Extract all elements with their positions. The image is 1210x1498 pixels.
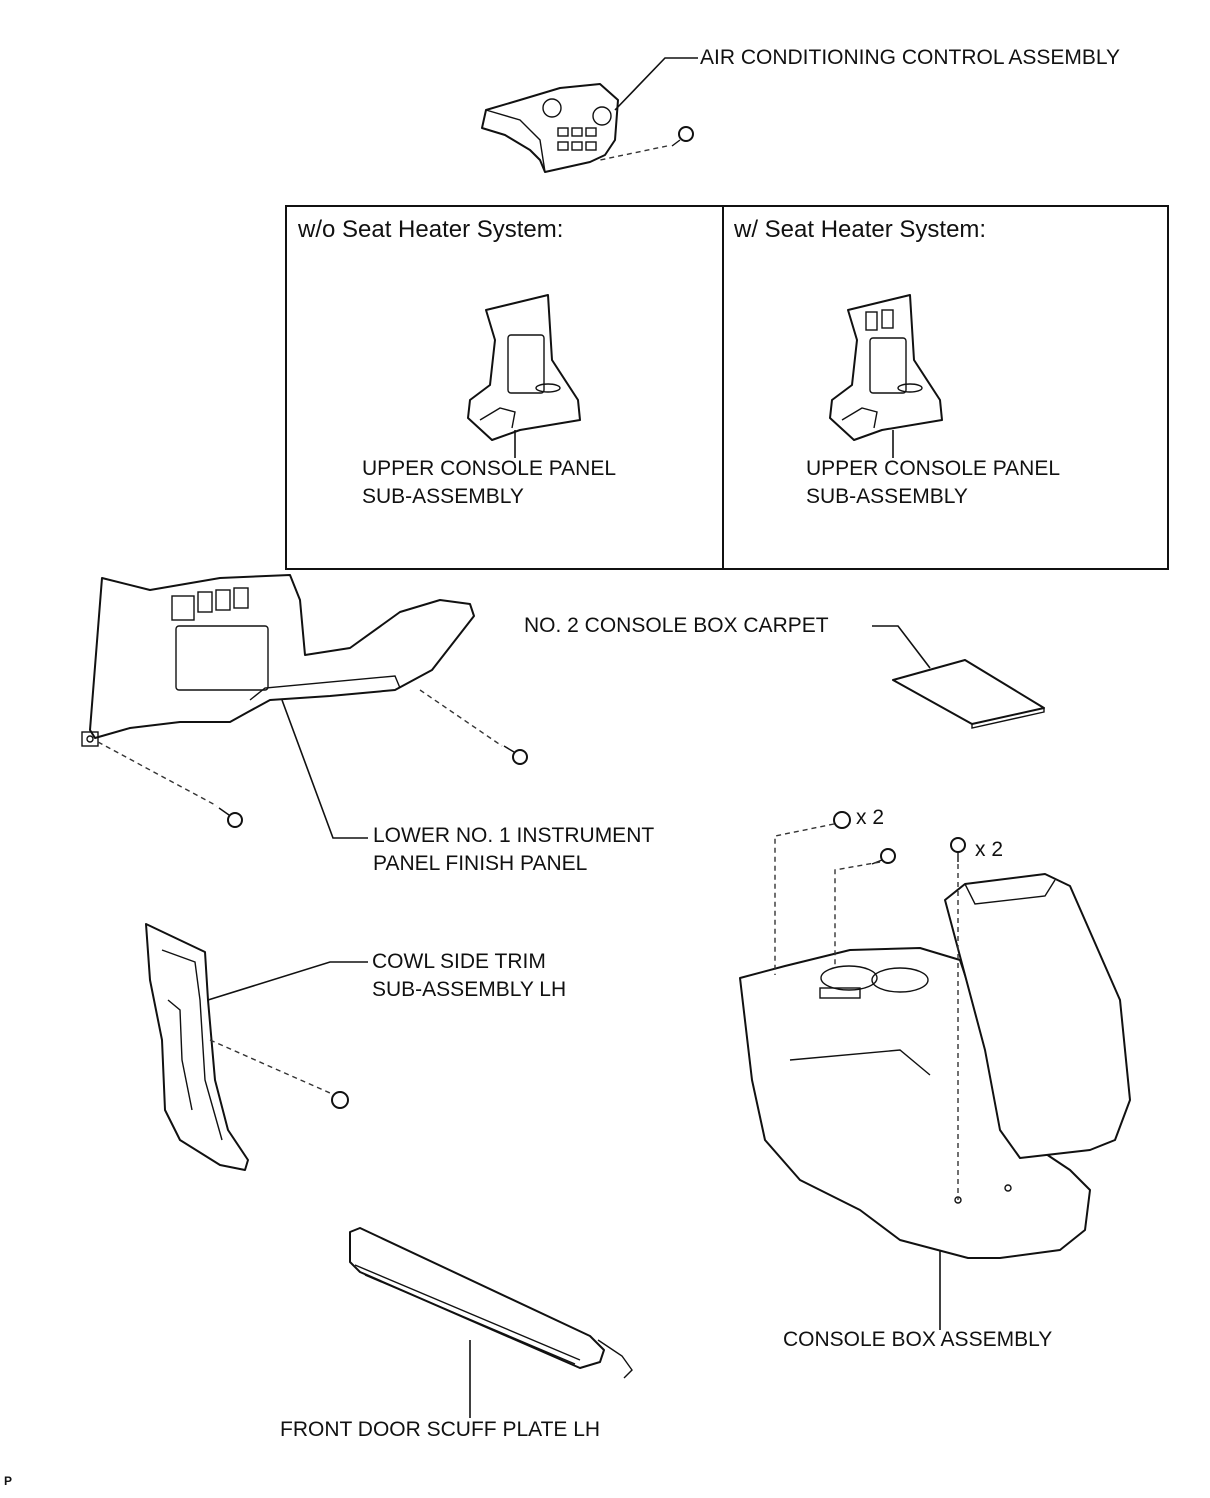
label-upper-console-panel-right: UPPER CONSOLE PANEL SUB-ASSEMBLY [806,455,1060,511]
upper-console-panel-right [829,294,943,441]
console-box-assembly [739,873,1131,1259]
front-door-scuff-plate [349,1227,633,1379]
label-line: LOWER NO. 1 INSTRUMENT [373,824,655,847]
console-screw-right [950,837,966,862]
label-console-box-assembly: CONSOLE BOX ASSEMBLY [783,1328,1053,1351]
variant-box [285,205,1169,570]
header-without-seat-heater: w/o Seat Heater System: [298,216,564,243]
label-air-conditioning-control: AIR CONDITIONING CONTROL ASSEMBLY [700,46,1121,69]
label-clip-quantity: x 2 [856,806,885,829]
label-line: SUB-ASSEMBLY LH [372,978,567,1001]
label-screw-quantity: x 2 [975,838,1004,861]
header-with-seat-heater: w/ Seat Heater System: [734,216,987,243]
label-line: SUB-ASSEMBLY [806,485,968,508]
upper-console-panel-left [467,294,581,441]
finish-panel-screw-left [218,807,243,828]
label-console-box-carpet: NO. 2 CONSOLE BOX CARPET [524,614,829,637]
label-line: UPPER CONSOLE PANEL [806,457,1061,480]
finish-panel-screw-right [503,745,528,765]
label-lower-finish-panel: LOWER NO. 1 INSTRUMENT PANEL FINISH PANE… [373,822,654,878]
console-clip [833,811,851,829]
cowl-side-trim [145,923,249,1171]
console-screw-left [871,848,896,865]
cowl-trim-clip [331,1091,349,1109]
label-line: SUB-ASSEMBLY [362,485,524,508]
label-line: COWL SIDE TRIM [372,950,546,973]
corner-mark: P [4,1474,13,1488]
label-front-door-scuff-plate: FRONT DOOR SCUFF PLATE LH [280,1418,601,1441]
lower-instrument-panel-finish-panel [81,574,475,747]
air-conditioning-control-assembly [481,83,619,173]
ac-screw [671,126,694,147]
label-line: PANEL FINISH PANEL [373,852,588,875]
label-line: UPPER CONSOLE PANEL [362,457,617,480]
console-box-carpet [892,659,1045,729]
label-cowl-side-trim: COWL SIDE TRIM SUB-ASSEMBLY LH [372,948,566,1004]
label-upper-console-panel-left: UPPER CONSOLE PANEL SUB-ASSEMBLY [362,455,616,511]
